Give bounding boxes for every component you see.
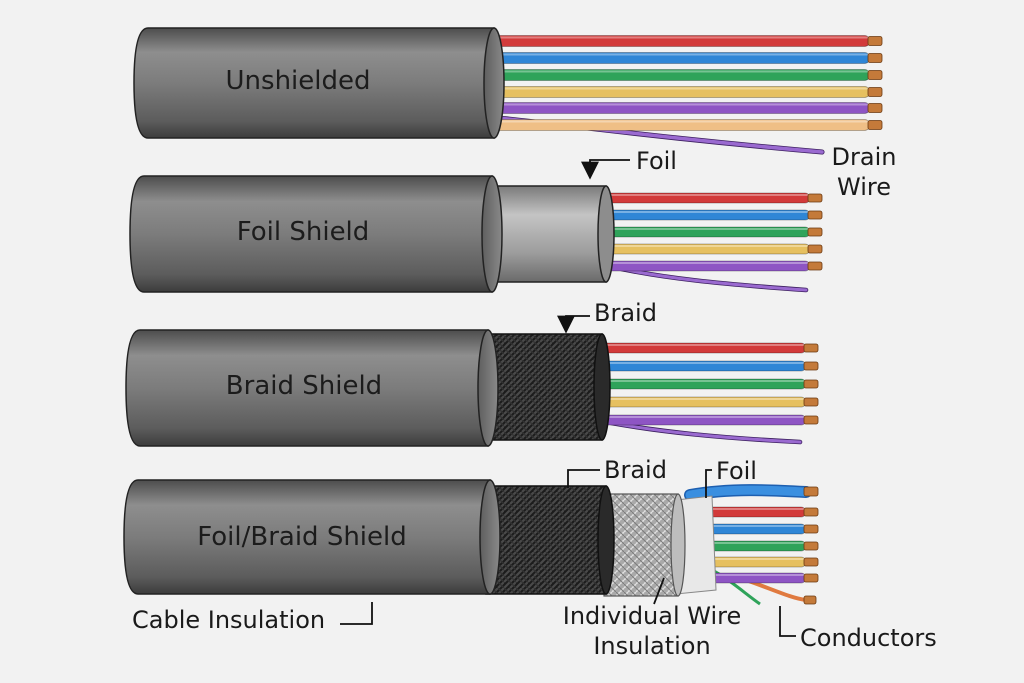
wire-conductor [803, 379, 819, 389]
wire-highlight [684, 508, 806, 510]
wire-highlight [492, 70, 870, 73]
cable-jacket [133, 27, 495, 139]
wire-conductor [807, 193, 823, 203]
cable-unshielded [133, 27, 883, 155]
wire-conductor [803, 397, 819, 407]
wire-blue-conductor [803, 486, 819, 497]
conductors-label: Conductors [800, 624, 937, 652]
foil-label-top: Foil [636, 147, 677, 175]
wire-conductor [803, 541, 819, 551]
wire-highlight [600, 416, 806, 418]
wire-highlight [600, 362, 806, 364]
conductors-leader [779, 606, 796, 637]
cable-braid-shield [125, 329, 819, 447]
wire-highlight [604, 245, 810, 247]
wire-highlight [684, 574, 806, 576]
wire-conductor [867, 120, 883, 130]
wire-highlight [492, 87, 870, 90]
foil-bottom-leader [705, 469, 712, 498]
braid-middle-leader [557, 315, 590, 334]
cable-title-foil-shield: Foil Shield [236, 217, 370, 247]
wire-conductor [867, 70, 883, 80]
wire-conductor [867, 87, 883, 97]
cable-jacket [123, 479, 491, 595]
cable-insulation-label: Cable Insulation [132, 606, 326, 634]
cable-insulation-leader [340, 602, 373, 625]
cable-jacket [125, 329, 489, 447]
wire-conductor [807, 244, 823, 254]
braid-shield-end [597, 485, 615, 595]
cable-foil-shield [129, 175, 823, 293]
wire-conductor [803, 361, 819, 371]
cable-jacket [129, 175, 493, 293]
wire-highlight [604, 262, 810, 264]
wire-conductor [867, 36, 883, 46]
cable-title-unshielded: Unshielded [225, 66, 371, 96]
wire-conductor [803, 573, 819, 583]
cable-jacket-end [479, 479, 501, 595]
drain-wire-label: Drain Wire [826, 142, 902, 202]
wire-highlight [600, 344, 806, 346]
wire-conductor [807, 227, 823, 237]
wire-highlight [492, 120, 870, 123]
braid-shield-layer [485, 485, 607, 595]
wire-highlight [492, 36, 870, 39]
wire-highlight [604, 211, 810, 213]
individual-wire-insulation-line2: Insulation [593, 632, 711, 660]
cables-layer [123, 27, 883, 606]
wire-highlight [684, 525, 806, 527]
drain-wire-label-line2: Wire [837, 173, 891, 201]
foil-shield-end [597, 185, 615, 283]
wire-highlight [604, 194, 810, 196]
foil-top-leader [581, 159, 630, 180]
drain-wire-label-line1: Drain [831, 143, 897, 171]
conductor-tip [803, 595, 817, 605]
wire-highlight [600, 380, 806, 382]
wire-highlight [492, 53, 870, 56]
braid-shield-end [593, 333, 611, 441]
wire-conductor [807, 210, 823, 220]
cable-title-braid-shield: Braid Shield [225, 371, 383, 401]
wire-conductor [803, 524, 819, 534]
wire-highlight [492, 103, 870, 106]
wire-conductor [803, 507, 819, 517]
wire-highlight [684, 558, 806, 560]
wire-blue [685, 485, 811, 500]
wire-conductor [807, 261, 823, 271]
foil-shield-layer [485, 185, 607, 283]
cable-jacket-end [477, 329, 499, 447]
cable-jacket-end [481, 175, 503, 293]
wire-highlight [684, 542, 806, 544]
individual-wire-insulation-label: Individual Wire Insulation [556, 601, 748, 661]
wire-conductor [803, 557, 819, 567]
braid-shield-layer [481, 333, 603, 441]
individual-wire-insulation-leader [653, 577, 665, 605]
wire-conductor [867, 53, 883, 63]
cable-foil-braid-shield [123, 479, 819, 606]
cable-jacket-end [483, 27, 505, 139]
wire-highlight [604, 228, 810, 230]
individual-wire-insulation-line1: Individual Wire [562, 602, 742, 630]
wire-highlight [600, 398, 806, 400]
wire-conductor [867, 103, 883, 113]
callout-leaders [340, 159, 796, 637]
silver-braid-end [670, 493, 686, 597]
cable-title-foil-braid-shield: Foil/Braid Shield [197, 522, 407, 552]
wire-conductor [803, 343, 819, 353]
wire-conductor [803, 415, 819, 425]
silver-braid-layer [603, 493, 679, 597]
braid-label-middle: Braid [594, 299, 657, 327]
foil-label-bottom: Foil [716, 457, 757, 485]
braid-label-bottom: Braid [604, 456, 667, 484]
drain-wire [604, 420, 802, 444]
braid-bottom-leader [567, 469, 600, 488]
